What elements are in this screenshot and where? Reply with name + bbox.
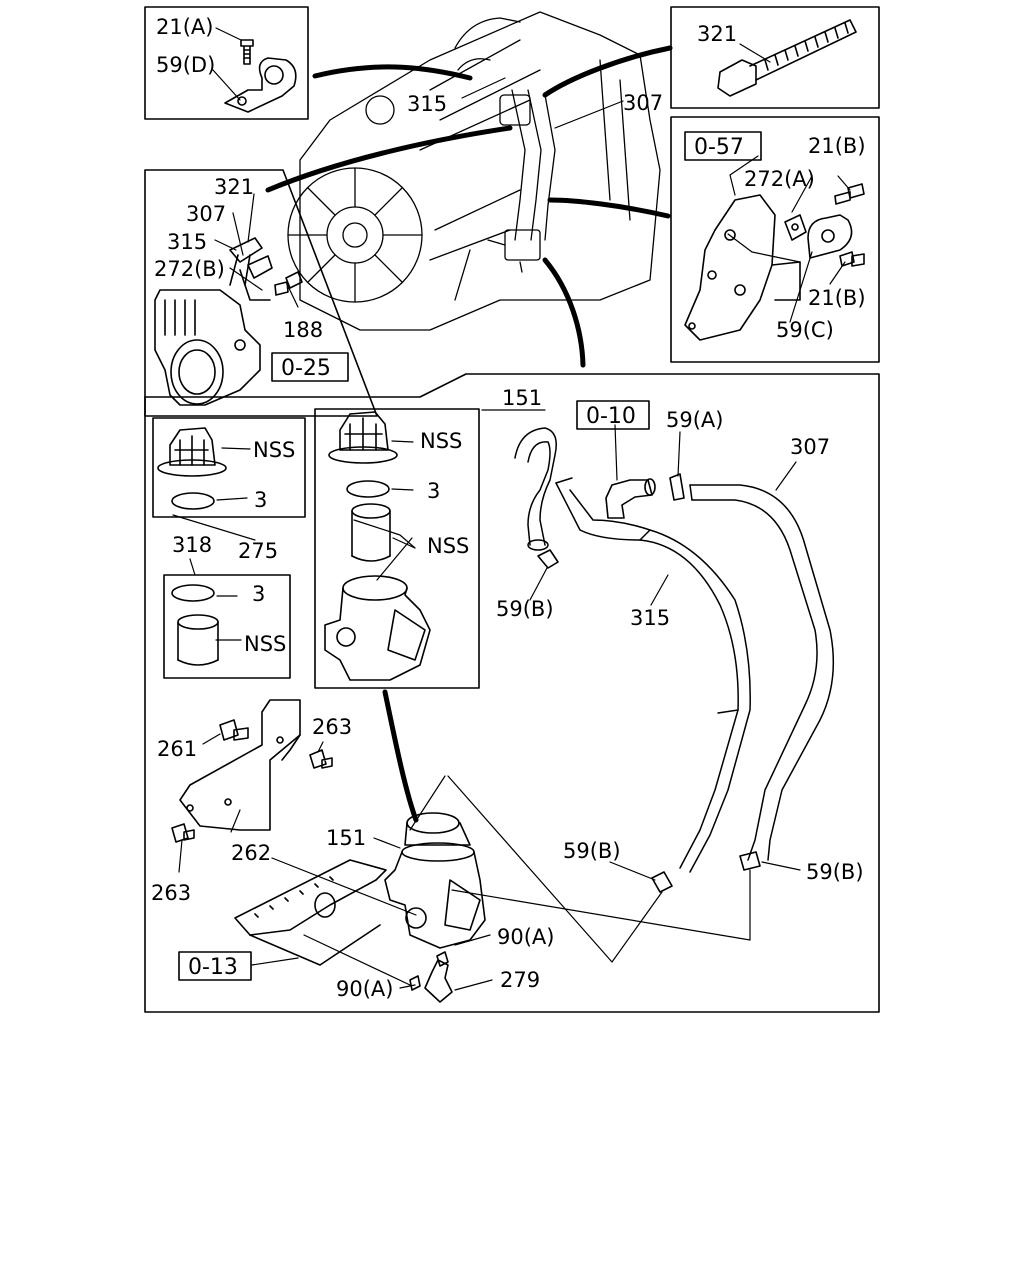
label-nss-2: NSS (420, 429, 462, 453)
callout-151-bottom: 151 (326, 826, 366, 850)
hose-315-icon (555, 477, 751, 873)
callout-275: 275 (238, 539, 278, 563)
label-nss-4: NSS (244, 632, 286, 656)
callout-188: 188 (283, 318, 323, 342)
hose-151-icon (514, 427, 557, 551)
o-ring-icon (171, 584, 215, 602)
clamp-bolt-icon (240, 39, 254, 65)
main-panel-frame (144, 373, 880, 1013)
ref-label-0-25: 0-25 (281, 356, 331, 381)
callout-272a: 272(A) (744, 167, 815, 191)
callout-261: 261 (157, 737, 197, 761)
pump-bracket-icon (179, 699, 301, 831)
o-ring-icon (171, 492, 215, 510)
filter-element-icon (177, 614, 219, 666)
clamp-59c-icon (807, 214, 853, 259)
ref-label-0-10: 0-10 (586, 404, 636, 429)
hose-307-icon (689, 484, 835, 861)
clamp-272a-icon (784, 214, 807, 241)
bolt-263-icon (171, 749, 333, 843)
throttle-body-icon (154, 289, 261, 406)
callout-59b-2: 59(B) (563, 839, 621, 863)
valve-kit-frame (314, 408, 480, 689)
label-nss-1: NSS (253, 438, 295, 462)
callout-59a: 59(A) (666, 408, 723, 432)
hose-clip-272b-icon (229, 237, 273, 301)
callout-21b-lower: 21(B) (808, 286, 866, 310)
callout-321-left: 321 (214, 175, 254, 199)
callout-272b: 272(B) (154, 257, 225, 281)
callout-labels: 21(A) 59(D) 321 315 307 0-57 21(B) 272(A… (151, 15, 866, 1001)
leader-band-down (542, 257, 586, 368)
ring-kit-frame (163, 574, 291, 679)
filter-cap-icon (157, 427, 227, 477)
bolt-21b-icon (834, 183, 865, 267)
bolt-188-icon (274, 271, 303, 296)
callout-59b-1: 59(B) (496, 597, 554, 621)
callout-315-main: 315 (630, 606, 670, 630)
o-ring-icon (346, 480, 390, 498)
callout-59c: 59(C) (776, 318, 834, 342)
filter-cap-icon (328, 411, 398, 464)
ref-label-0-13: 0-13 (188, 955, 238, 980)
label-nss-3: NSS (427, 534, 469, 558)
callout-307-left: 307 (186, 202, 226, 226)
ref-box-0-13 (178, 951, 252, 981)
callout-321-top: 321 (697, 22, 737, 46)
callout-279: 279 (500, 968, 540, 992)
callout-315-left: 315 (167, 230, 207, 254)
callout-59b-3: 59(B) (806, 860, 864, 884)
callout-151-top: 151 (502, 386, 542, 410)
fitting-279-icon (409, 951, 453, 1003)
callout-3-1: 3 (254, 488, 267, 512)
valve-body-icon (324, 575, 431, 681)
rubber-clamp-icon (224, 57, 297, 113)
inset-throttle-frame (144, 169, 378, 417)
callout-3-3: 3 (252, 582, 265, 606)
leader-band-clamp (312, 64, 473, 81)
bolt-261-icon (219, 719, 249, 741)
callout-318: 318 (172, 533, 212, 557)
ref-box-0-25 (271, 352, 349, 382)
hose-clamp-icon (537, 473, 761, 893)
leader-band-tie (542, 45, 673, 98)
leader-band-throttle (265, 125, 513, 193)
ref-label-0-57: 0-57 (694, 135, 744, 160)
ref-box-0-57 (684, 131, 762, 161)
filter-element-icon (351, 503, 391, 562)
ref-box-0-10 (576, 400, 650, 430)
callout-307-top: 307 (623, 91, 663, 115)
callout-263-2: 263 (151, 881, 191, 905)
callout-21a: 21(A) (156, 15, 213, 39)
engine-bracket-icon (684, 194, 801, 341)
inset-tie-frame (670, 6, 880, 109)
nss-kit-frame (152, 417, 306, 518)
callout-90a-1: 90(A) (497, 925, 554, 949)
elbow-fitting-icon (605, 478, 656, 519)
leader-lines (172, 27, 851, 991)
callout-262: 262 (231, 841, 271, 865)
inset-bracket-frame (670, 116, 880, 363)
callout-3-2: 3 (427, 479, 440, 503)
callout-307-main: 307 (790, 435, 830, 459)
callout-21b-upper: 21(B) (808, 134, 866, 158)
cable-tie-icon (717, 19, 857, 97)
leader-band-valve (382, 689, 419, 823)
callout-59d: 59(D) (156, 53, 215, 77)
frame-rail-icon (234, 859, 387, 966)
callout-90a-2: 90(A) (336, 977, 393, 1001)
callout-263-1: 263 (312, 715, 352, 739)
leader-band-bracket (547, 197, 671, 219)
inset-clamp-frame (144, 6, 309, 120)
engine-illustration (287, 11, 661, 331)
air-pump-icon (384, 812, 486, 949)
callout-315-top: 315 (407, 92, 447, 116)
